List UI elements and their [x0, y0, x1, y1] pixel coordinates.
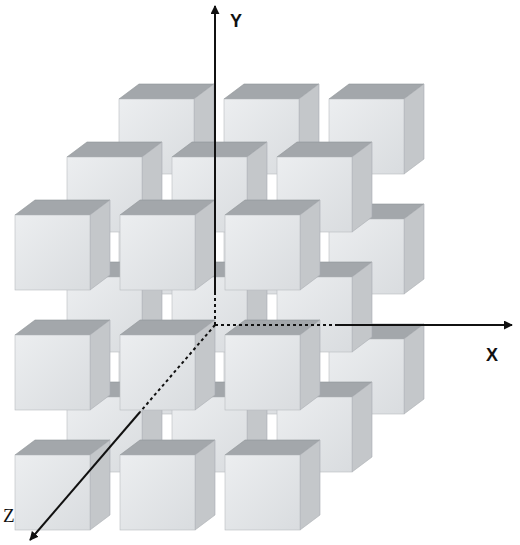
cube-front-face — [120, 335, 195, 410]
cube-side-face — [404, 204, 424, 294]
cube-front-face — [120, 455, 195, 530]
cube-side-face — [352, 142, 372, 232]
cube-front-face — [225, 335, 300, 410]
cube — [120, 320, 215, 410]
cube-front-face — [225, 215, 300, 290]
cube-side-face — [404, 84, 424, 174]
axis-label: Y — [230, 12, 242, 30]
cube — [120, 440, 215, 530]
cube-side-face — [195, 200, 215, 290]
cube — [120, 200, 215, 290]
cube — [225, 200, 320, 290]
cube-front-face — [15, 215, 90, 290]
cube-side-face — [300, 320, 320, 410]
cube-side-face — [300, 440, 320, 530]
cube-front-face — [225, 455, 300, 530]
cube — [15, 440, 110, 530]
cube-side-face — [352, 382, 372, 472]
coordinate-axes — [30, 6, 512, 540]
cube — [225, 440, 320, 530]
cube-front-face — [15, 335, 90, 410]
cube-side-face — [90, 440, 110, 530]
cube-side-face — [195, 440, 215, 530]
cube — [15, 200, 110, 290]
axis-line — [30, 412, 140, 540]
cube-front-face — [120, 215, 195, 290]
cube-side-face — [404, 324, 424, 414]
cube-side-face — [352, 262, 372, 352]
cube-side-face — [90, 320, 110, 410]
axis-line — [215, 324, 335, 326]
cube-front-face — [15, 455, 90, 530]
cube-side-face — [195, 320, 215, 410]
axis-label: Z — [3, 506, 15, 525]
cube-side-face — [300, 200, 320, 290]
cube — [15, 320, 110, 410]
axis-line — [140, 325, 215, 412]
axis-label: X — [486, 346, 498, 364]
axis-line — [214, 6, 216, 292]
cube-array — [15, 84, 424, 530]
axis-line — [214, 292, 216, 325]
cube — [225, 320, 320, 410]
axis-line — [335, 324, 512, 326]
cube-side-face — [90, 200, 110, 290]
